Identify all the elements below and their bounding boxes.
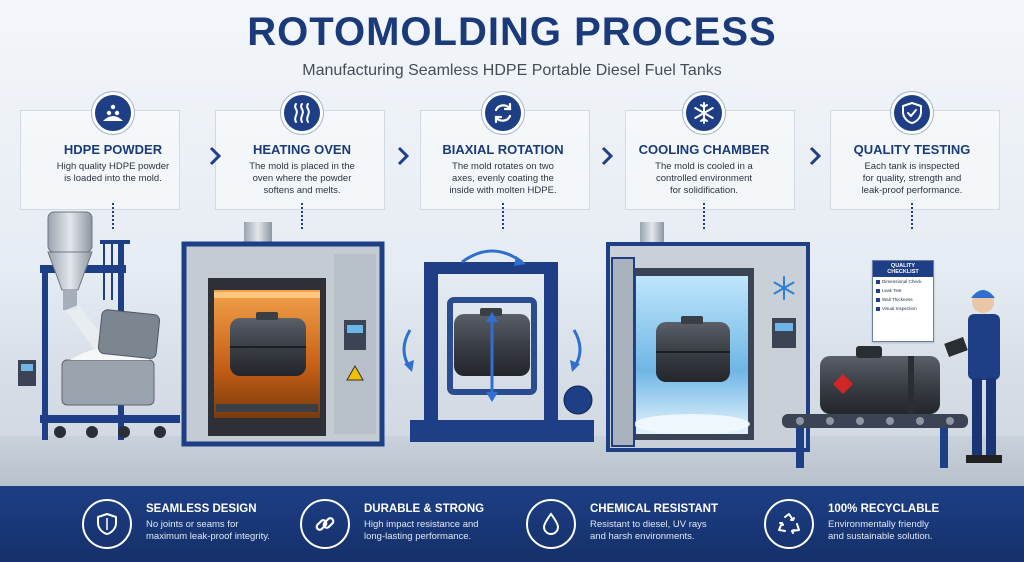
- step-title: COOLING CHAMBER: [638, 142, 770, 157]
- chevron-right-icon: [397, 146, 410, 166]
- chevron-right-icon: [209, 146, 222, 166]
- connector-dots: [502, 203, 504, 229]
- shield-icon: [82, 499, 132, 549]
- feature-title: DURABLE & STRONG: [364, 503, 485, 515]
- process-illustration: [18, 211, 1002, 468]
- page-subtitle: Manufacturing Seamless HDPE Portable Die…: [302, 62, 722, 79]
- step-title: HEATING OVEN: [253, 142, 351, 157]
- step-title: HDPE POWDER: [63, 142, 163, 157]
- connector-dots: [911, 203, 913, 229]
- page-title: ROTOMOLDING PROCESS: [247, 10, 777, 54]
- step-title: QUALITY TESTING: [853, 142, 971, 157]
- checklist-item: Visual Inspection: [873, 304, 933, 313]
- factory-floor: [0, 436, 1024, 486]
- droplet-icon: [526, 499, 576, 549]
- quality-testing-station: [782, 290, 1002, 468]
- connector-dots: [112, 203, 114, 229]
- cooling-chamber-machine: [606, 222, 810, 452]
- heat-waves-icon: [281, 92, 323, 134]
- feature-title: 100% RECYCLABLE: [828, 503, 940, 515]
- feature-title: SEAMLESS DESIGN: [146, 503, 257, 515]
- heating-oven-machine: [181, 222, 385, 447]
- chevron-right-icon: [809, 146, 822, 166]
- step-title: BIAXIAL ROTATION: [442, 142, 564, 157]
- checklist-item: Wall Thickness: [873, 295, 933, 304]
- snowflake-icon: [683, 92, 725, 134]
- connector-dots: [703, 203, 705, 229]
- step-biaxial-rotation: BIAXIAL ROTATION The mold rotates on two…: [413, 92, 593, 229]
- chevron-right-icon: [601, 146, 614, 166]
- feature-title: CHEMICAL RESISTANT: [590, 503, 718, 515]
- rotation-arrows-icon: [482, 92, 524, 134]
- shield-check-icon: [891, 92, 933, 134]
- biaxial-rotation-machine: [402, 249, 594, 442]
- connector-dots: [301, 203, 303, 229]
- powder-pile-icon: [92, 92, 134, 134]
- features-banner: [0, 486, 1024, 562]
- powder-loading-station: [18, 211, 180, 440]
- recycle-icon: [764, 499, 814, 549]
- checklist-item: Leak Test: [873, 286, 933, 295]
- checklist-item: Dimensional Check: [873, 277, 933, 286]
- chain-link-icon: [300, 499, 350, 549]
